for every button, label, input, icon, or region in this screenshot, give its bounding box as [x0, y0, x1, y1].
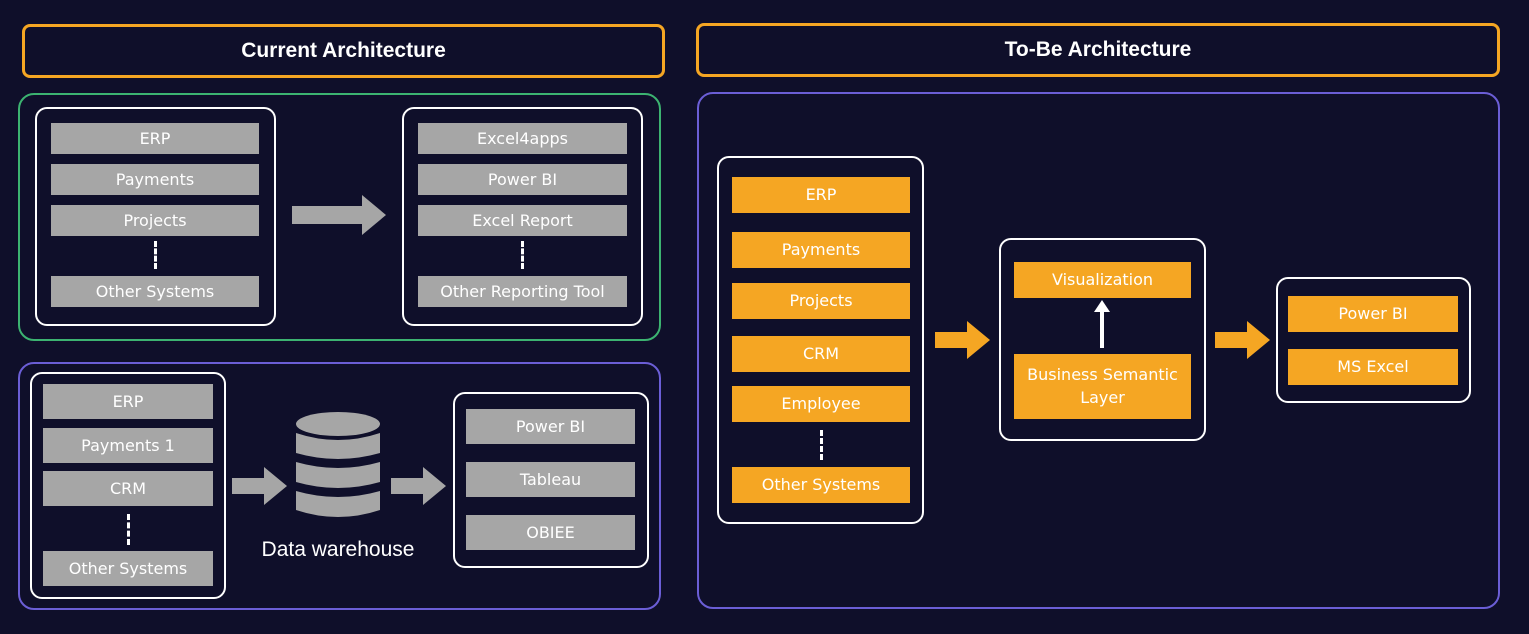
- tobe-architecture-header: To-Be Architecture: [696, 23, 1500, 77]
- ellipsis-divider: [127, 514, 130, 545]
- flow-arrow-icon: [232, 467, 287, 505]
- source-other-systems: Other Systems: [51, 276, 259, 307]
- source-projects: Projects: [51, 205, 259, 236]
- target-power-bi: Power BI: [466, 409, 635, 444]
- current-top-targets-group: [402, 107, 643, 326]
- business-semantic-layer-label: Business Semantic Layer: [1027, 365, 1178, 407]
- source-erp: ERP: [732, 177, 910, 213]
- target-excel-report: Excel Report: [418, 205, 627, 236]
- tobe-panel: [697, 92, 1500, 609]
- source-crm: CRM: [43, 471, 213, 506]
- ellipsis-divider: [521, 241, 524, 269]
- source-payments: Payments: [732, 232, 910, 268]
- flow-arrow-icon: [1215, 321, 1270, 359]
- source-other-systems: Other Systems: [43, 551, 213, 586]
- flow-arrow-icon: [935, 321, 990, 359]
- tobe-targets-group: [1276, 277, 1471, 403]
- source-crm: CRM: [732, 336, 910, 372]
- target-other-reporting-tool: Other Reporting Tool: [418, 276, 627, 307]
- current-architecture-header: Current Architecture: [22, 24, 665, 78]
- visualization-box: Visualization: [1014, 262, 1191, 298]
- target-excel4apps: Excel4apps: [418, 123, 627, 154]
- source-projects: Projects: [732, 283, 910, 319]
- current-bottom-panel: [18, 362, 661, 610]
- source-payments-1: Payments 1: [43, 428, 213, 463]
- current-bottom-sources-group: [30, 372, 226, 599]
- tobe-sources-group: [717, 156, 924, 524]
- business-semantic-layer-box: Business Semantic Layer: [1014, 354, 1191, 419]
- database-icon: [296, 412, 380, 517]
- data-warehouse-label: Data warehouse: [261, 538, 415, 561]
- up-arrow-icon: [1094, 300, 1110, 348]
- target-ms-excel: MS Excel: [1288, 349, 1458, 385]
- current-bottom-targets-group: [453, 392, 649, 568]
- target-power-bi: Power BI: [418, 164, 627, 195]
- ellipsis-divider: [820, 430, 823, 460]
- current-top-sources-group: [35, 107, 276, 326]
- flow-arrow-icon: [391, 467, 446, 505]
- flow-arrow-icon: [292, 195, 386, 235]
- source-erp: ERP: [43, 384, 213, 419]
- ellipsis-divider: [154, 241, 157, 269]
- target-tableau: Tableau: [466, 462, 635, 497]
- semantic-layer-group: [999, 238, 1206, 441]
- target-power-bi: Power BI: [1288, 296, 1458, 332]
- source-erp: ERP: [51, 123, 259, 154]
- source-other-systems: Other Systems: [732, 467, 910, 503]
- source-employee: Employee: [732, 386, 910, 422]
- target-obiee: OBIEE: [466, 515, 635, 550]
- source-payments: Payments: [51, 164, 259, 195]
- current-top-panel: [18, 93, 661, 341]
